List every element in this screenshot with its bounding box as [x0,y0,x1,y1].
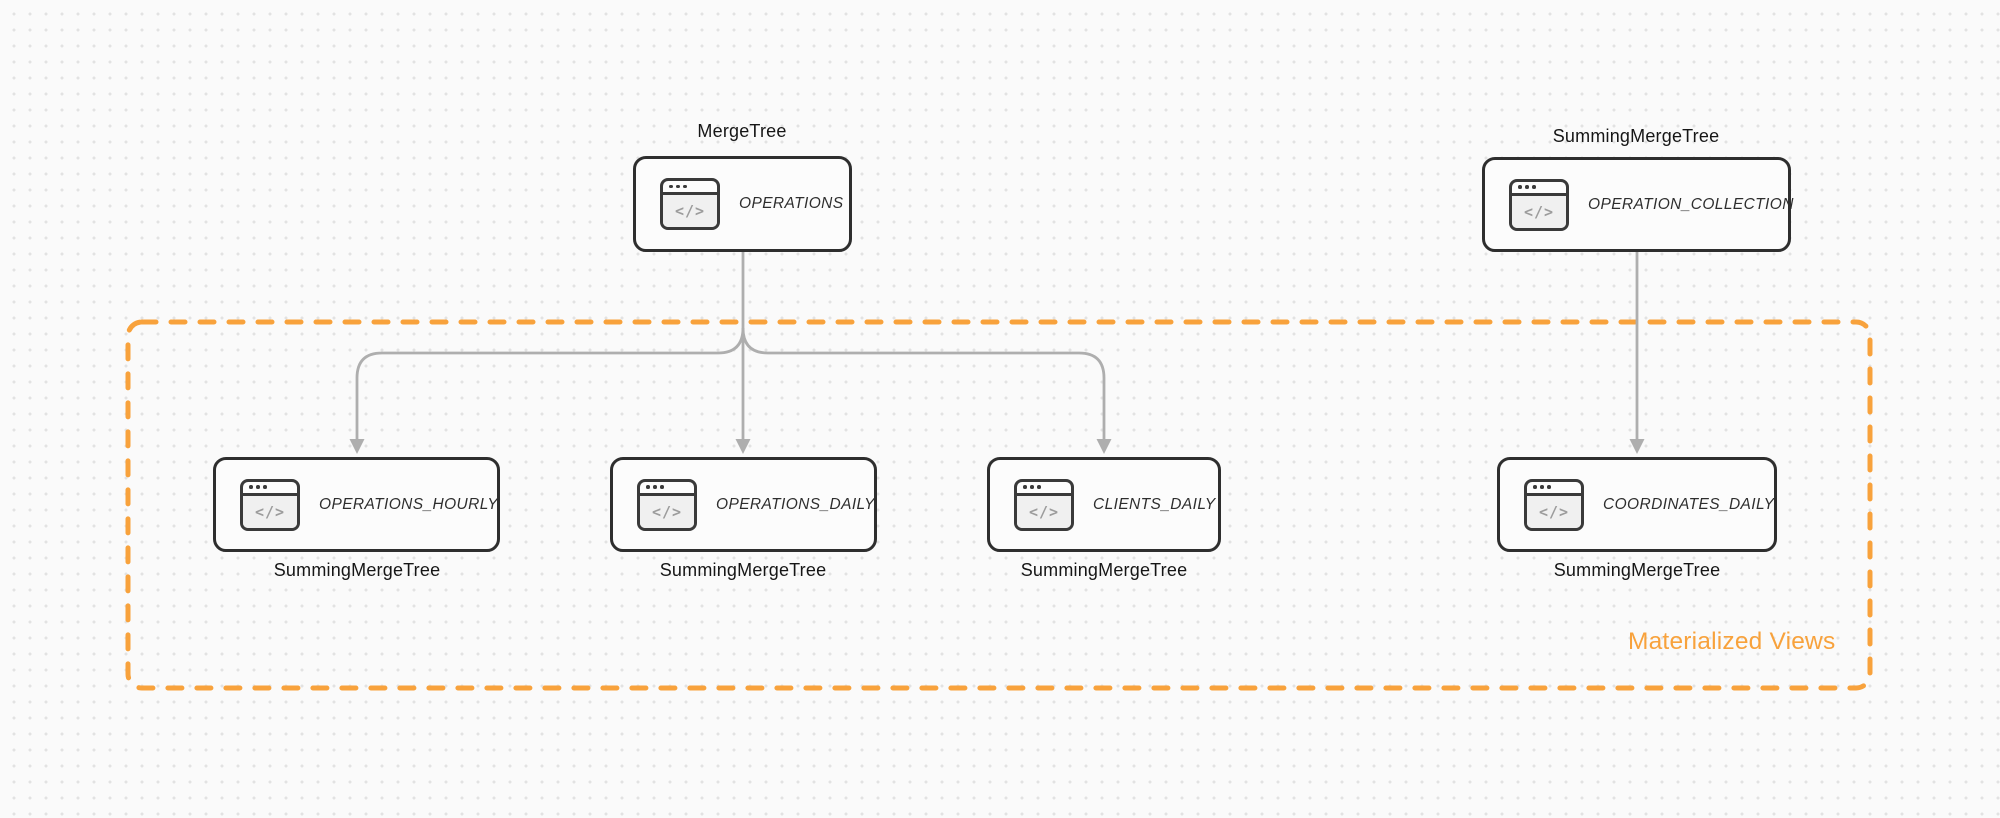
table-name: OPERATIONS_HOURLY [319,495,499,513]
table-node-operations-daily: </> OPERATIONS_DAILY [610,457,877,552]
table-name: CLIENTS_DAILY [1093,495,1216,513]
table-node-operation-collection: </> OPERATION_COLLECTION [1482,157,1794,252]
code-glyph: </> [1527,495,1581,528]
arrowhead-coordinates-daily [1629,439,1645,454]
code-window-icon: </> [660,178,720,230]
window-dots [640,482,694,496]
table-node-operations-hourly: </> OPERATIONS_HOURLY [213,457,500,552]
engine-label-operation-collection: SummingMergeTree [1552,126,1720,146]
table-name: COORDINATES_DAILY [1603,495,1775,513]
code-glyph: </> [1512,195,1566,228]
arrowhead-operations-daily [735,439,751,454]
arrowhead-operations-hourly [349,439,365,454]
table-node-operations: </> OPERATIONS [633,156,852,252]
window-dots [663,181,717,195]
code-glyph: </> [640,495,694,528]
window-dots [1527,482,1581,496]
code-window-icon: </> [637,478,697,531]
engine-label-clients-daily: SummingMergeTree [1020,560,1188,580]
code-glyph: </> [663,195,717,227]
edge-operations-to-operations-hourly [355,327,745,440]
window-dots [1017,482,1071,496]
code-glyph: </> [243,495,297,528]
materialized-views-label: Materialized Views [1628,628,1836,655]
engine-label-operations-hourly: SummingMergeTree [273,560,441,580]
engine-label-operations-daily: SummingMergeTree [659,560,827,580]
window-dots [1512,182,1566,196]
table-node-clients-daily: </> CLIENTS_DAILY [987,457,1221,552]
table-name: OPERATIONS [739,195,844,212]
edge-operations-to-clients-daily [741,327,1106,440]
window-dots [243,482,297,496]
code-window-icon: </> [240,478,300,531]
table-name: OPERATION_COLLECTION [1588,195,1794,213]
table-node-coordinates-daily: </> COORDINATES_DAILY [1497,457,1777,552]
engine-label-operations: MergeTree [697,121,787,141]
code-glyph: </> [1017,495,1071,528]
engine-label-coordinates-daily: SummingMergeTree [1553,560,1721,580]
code-window-icon: </> [1509,178,1569,231]
arrowhead-clients-daily [1096,439,1112,454]
code-window-icon: </> [1524,478,1584,531]
code-window-icon: </> [1014,478,1074,531]
table-name: OPERATIONS_DAILY [716,495,875,513]
